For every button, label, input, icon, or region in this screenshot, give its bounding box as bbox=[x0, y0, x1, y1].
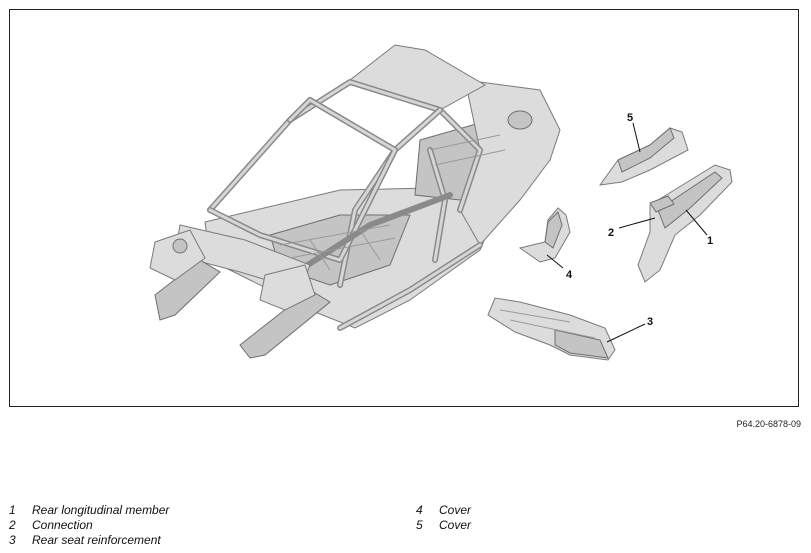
part-3-rear-seat-reinforcement bbox=[487, 297, 616, 361]
left-suspension-tower bbox=[149, 229, 206, 281]
left-window-frame-inner bbox=[208, 80, 482, 212]
legend-item: 3 Rear seat reinforcement bbox=[9, 533, 169, 548]
rear-seat-reinforcement-face bbox=[554, 329, 609, 359]
legend-item-label: Cover bbox=[439, 503, 472, 517]
legend-item-label: Cover bbox=[439, 518, 472, 532]
legend-item: 4 Cover bbox=[416, 503, 471, 518]
legend-item-number: 5 bbox=[416, 518, 423, 532]
legend-item-number: 2 bbox=[9, 518, 16, 532]
right-suspension-tower bbox=[259, 264, 316, 311]
rear-wheel-house bbox=[507, 110, 533, 130]
windshield-frame-inner bbox=[208, 98, 397, 262]
car-body-shell bbox=[149, 44, 561, 359]
legend-item-label: Connection bbox=[32, 518, 93, 532]
part-4-cover bbox=[518, 207, 571, 263]
callout-3-leader bbox=[606, 323, 646, 343]
cover-middle-illustration bbox=[518, 207, 571, 263]
callout-4-label: 4 bbox=[566, 269, 573, 281]
cover-middle-illustration-face bbox=[544, 211, 563, 249]
legend-item: 2 Connection bbox=[9, 518, 169, 533]
center-tunnel bbox=[297, 192, 453, 273]
right-side-sill-inner bbox=[338, 243, 482, 330]
legend-item-number: 1 bbox=[9, 503, 16, 517]
rear-longitudinal-member-illustration bbox=[637, 164, 733, 283]
floor-detail-lines bbox=[279, 134, 506, 271]
body-in-white-illustration: 5 1 2 4 3 bbox=[149, 44, 733, 361]
callouts: 5 1 2 4 3 bbox=[546, 112, 713, 343]
left-strut-mount bbox=[172, 238, 188, 254]
callout-5-leader bbox=[632, 122, 641, 153]
rear-seat-reinforcement-detail bbox=[499, 309, 596, 339]
legend-item-label: Rear seat reinforcement bbox=[32, 533, 161, 547]
cover-upper-illustration-face bbox=[617, 127, 675, 173]
figure-reference-code: P64.20-6878-09 bbox=[736, 419, 801, 429]
callout-2-label: 2 bbox=[608, 227, 614, 239]
legend-item: 5 Cover bbox=[416, 518, 471, 533]
legend-item-label: Rear longitudinal member bbox=[32, 503, 170, 517]
callout-1-label: 1 bbox=[707, 235, 713, 247]
figure-frame: 5 1 2 4 3 bbox=[9, 9, 799, 407]
callout-4-leader bbox=[546, 254, 564, 269]
legend-column-left: 1 Rear longitudinal member 2 Connection … bbox=[9, 503, 169, 548]
callout-2-leader bbox=[618, 217, 656, 229]
rear-longitudinal-member-face bbox=[657, 171, 723, 229]
connection-illustration bbox=[649, 195, 675, 213]
part-5-cover bbox=[598, 127, 689, 186]
callout-5-label: 5 bbox=[627, 112, 633, 124]
legend-column-right: 4 Cover 5 Cover bbox=[416, 503, 471, 533]
callout-3-label: 3 bbox=[647, 316, 653, 328]
legend-item-number: 3 bbox=[9, 533, 16, 547]
callout-1-leader bbox=[685, 209, 708, 236]
legend-item: 1 Rear longitudinal member bbox=[9, 503, 169, 518]
part-1-rear-longitudinal-member bbox=[637, 164, 733, 283]
legend-item-number: 4 bbox=[416, 503, 423, 517]
